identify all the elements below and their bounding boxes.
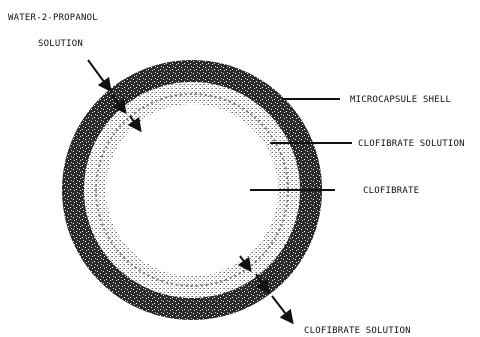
inflow-label-line2: SOLUTION [38,39,83,49]
solution-label: CLOFIBRATE SOLUTION [358,139,465,149]
outflow-arrow [272,296,292,322]
core-label: CLOFIBRATE [363,186,419,196]
inflow-label-line1: WATER-2-PROPANOL [8,13,98,23]
shell-label: MICROCAPSULE SHELL [350,95,451,105]
outflow-label: CLOFIBRATE SOLUTION [304,326,411,336]
inflow-arrow [88,60,110,90]
